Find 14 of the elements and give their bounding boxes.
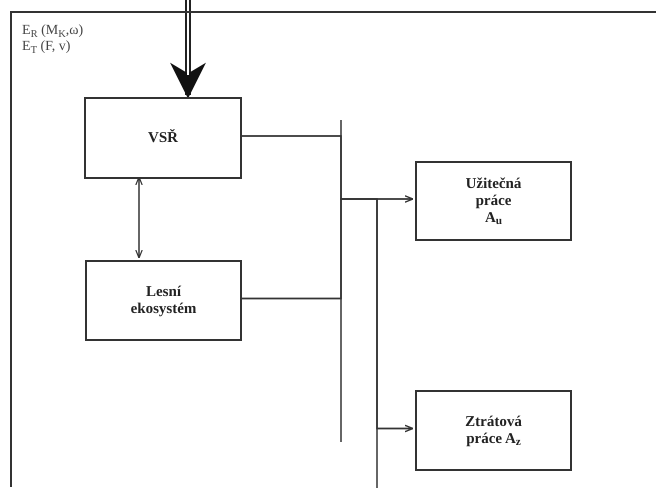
box-label: Ztrátová práce A$_{z}$ [465, 414, 522, 448]
process-box [85, 260, 242, 341]
frame-box [10, 11, 656, 487]
energy-label: E$_{R}$ (M$_{K}$,ω) [22, 23, 84, 39]
arrow [240, 198, 414, 432]
input-arrow [170, 0, 206, 99]
process-box [84, 97, 242, 179]
energy-label: E$_{T}$ (F, v) [22, 39, 72, 55]
box-label: Lesní ekosystém [130, 284, 196, 318]
bus-line [340, 120, 342, 442]
box-label: Užitečná práce A$_{u}$ [466, 176, 522, 226]
box-label: VSŘ [148, 130, 178, 146]
process-box [415, 161, 572, 241]
process-box [415, 390, 572, 471]
